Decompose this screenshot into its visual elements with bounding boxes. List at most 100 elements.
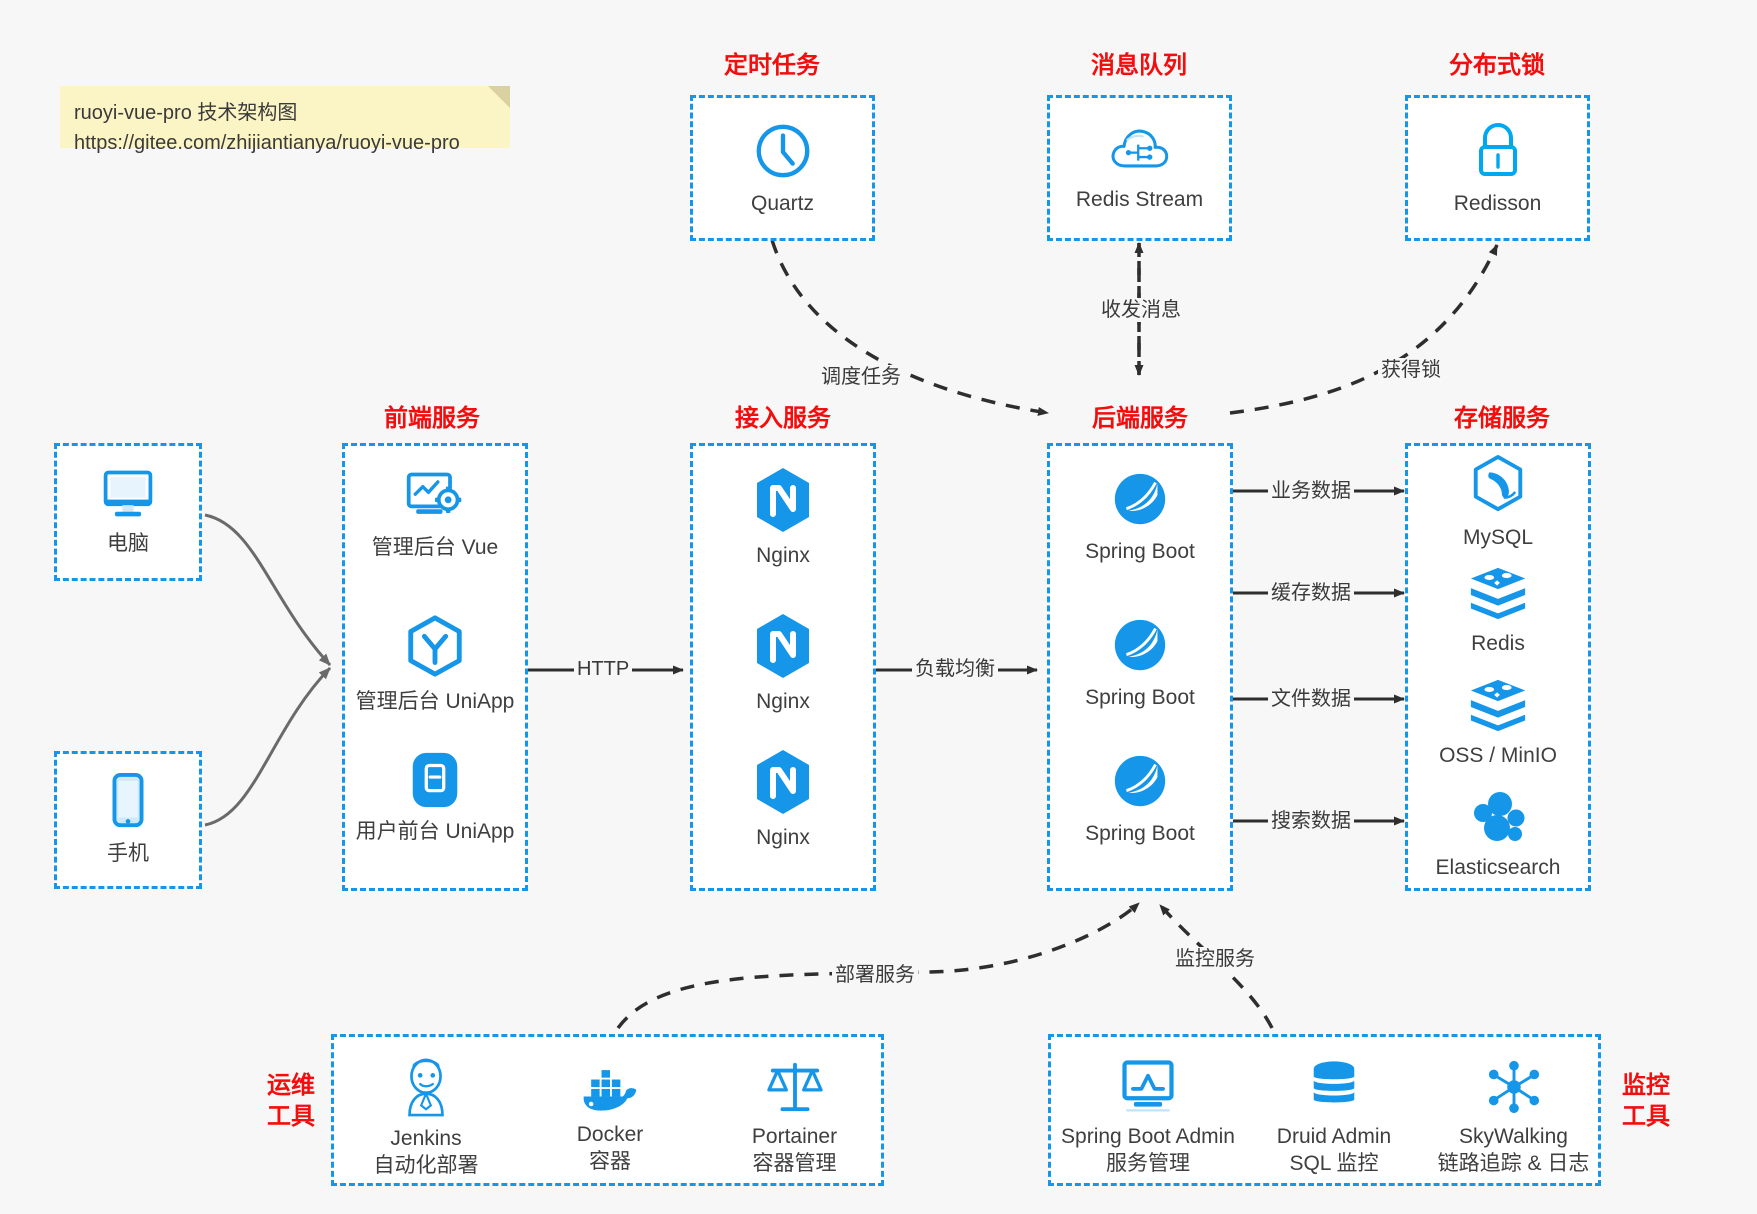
node-label: MySQL (1462, 526, 1533, 549)
mysql-dolphin-icon (1473, 454, 1523, 512)
node-skywalking[interactable]: SkyWalking 链路追踪 & 日志 (1423, 1059, 1604, 1177)
monitoring-title-line-1: 监控 (1622, 1072, 1670, 1099)
node-redis-stream[interactable]: Redis Stream (1050, 122, 1229, 213)
node-spring-boot-2[interactable]: Spring Boot (1050, 614, 1230, 711)
note-line-1: ruoyi-vue-pro 技术架构图 (74, 102, 298, 124)
node-mysql[interactable]: MySQL (1408, 454, 1588, 551)
skywalking-network-icon (1488, 1060, 1539, 1114)
edge-label-search-data: 搜索数据 (1268, 809, 1354, 833)
devops-title-line-1: 运维 (267, 1072, 315, 1099)
lock-icon (1478, 123, 1517, 176)
group-monitoring: Spring Boot Admin 服务管理 Druid Admin SQL 监… (1048, 1034, 1601, 1186)
spring-boot-icon (1114, 473, 1166, 525)
group-title-lock: 分布式锁 (1449, 52, 1545, 79)
node-sublabel: 容器 (589, 1150, 631, 1173)
node-label: Spring Boot (1085, 540, 1195, 563)
edge-label-http: HTTP (574, 657, 633, 681)
group-title-scheduler: 定时任务 (724, 52, 820, 79)
mobile-app-icon (412, 752, 458, 808)
node-label: OSS / MinIO (1439, 744, 1557, 767)
node-sublabel: 服务管理 (1106, 1152, 1190, 1175)
node-elasticsearch[interactable]: Elasticsearch (1408, 788, 1588, 881)
jenkins-butler-icon (408, 1058, 444, 1117)
group-title-frontend: 前端服务 (384, 405, 480, 432)
redis-stack-icon (1470, 567, 1526, 620)
group-mq: Redis Stream (1047, 95, 1232, 241)
object-storage-icon (1470, 679, 1526, 732)
node-mobile[interactable]: 手机 (57, 772, 199, 867)
node-spring-boot-admin[interactable]: Spring Boot Admin 服务管理 (1051, 1057, 1245, 1177)
nginx-icon (757, 468, 809, 532)
monitoring-title-line-2: 工具 (1622, 1103, 1670, 1130)
node-redis[interactable]: Redis (1408, 564, 1588, 657)
edge-label-schedule: 调度任务 (818, 365, 904, 389)
node-portainer[interactable]: Portainer 容器管理 (702, 1059, 887, 1177)
node-label: 管理后台 UniApp (355, 690, 515, 713)
dashboard-gear-icon (406, 472, 462, 514)
group-title-storage: 存储服务 (1454, 405, 1550, 432)
edge-label-get-lock: 获得锁 (1378, 358, 1444, 382)
node-label: SkyWalking (1459, 1125, 1568, 1148)
group-client-mobile: 手机 (54, 751, 202, 889)
node-label: Docker (576, 1123, 644, 1146)
node-label: Spring Boot (1085, 822, 1195, 845)
node-spring-boot-1[interactable]: Spring Boot (1050, 468, 1230, 565)
node-admin-uniapp[interactable]: 管理后台 UniApp (345, 614, 525, 715)
group-frontend: 管理后台 Vue 管理后台 UniApp 用户前台 UniApp (342, 443, 528, 891)
node-label: 电脑 (107, 532, 149, 555)
edge-label-deploy: 部署服务 (832, 963, 918, 987)
node-user-uniapp[interactable]: 用户前台 UniApp (345, 750, 525, 845)
edge-get-lock (1229, 244, 1499, 415)
node-spring-boot-3[interactable]: Spring Boot (1050, 750, 1230, 847)
node-docker[interactable]: Docker 容器 (518, 1063, 702, 1175)
node-nginx-1[interactable]: Nginx (693, 466, 873, 569)
spring-boot-icon (1114, 755, 1166, 807)
spring-boot-icon (1114, 619, 1166, 671)
edge-label-cache-data: 缓存数据 (1268, 581, 1354, 605)
node-sublabel: 链路追踪 & 日志 (1437, 1152, 1590, 1175)
node-admin-vue[interactable]: 管理后台 Vue (345, 468, 525, 561)
group-lock: Redisson (1405, 95, 1590, 241)
nginx-icon (757, 614, 809, 678)
group-scheduler: Quartz (690, 95, 875, 241)
node-nginx-2[interactable]: Nginx (693, 612, 873, 715)
node-label: Spring Boot (1085, 686, 1195, 709)
edge-label-file-data: 文件数据 (1268, 687, 1354, 711)
elasticsearch-icon (1474, 792, 1525, 841)
edge-label-business-data: 业务数据 (1268, 479, 1354, 503)
node-sublabel: SQL 监控 (1289, 1152, 1379, 1175)
group-title-mq: 消息队列 (1091, 52, 1187, 79)
sticky-note: ruoyi-vue-pro 技术架构图 https://gitee.com/zh… (60, 86, 510, 154)
group-devops: Jenkins 自动化部署 Docker 容器 (331, 1034, 884, 1186)
node-redisson[interactable]: Redisson (1408, 120, 1587, 217)
node-nginx-3[interactable]: Nginx (693, 748, 873, 851)
desktop-monitor-icon (103, 470, 153, 517)
node-quartz[interactable]: Quartz (693, 120, 872, 217)
group-title-gateway: 接入服务 (735, 405, 831, 432)
node-desktop[interactable]: 电脑 (57, 466, 199, 557)
node-label: Redis Stream (1075, 188, 1204, 211)
node-druid-admin[interactable]: Druid Admin SQL 监控 (1245, 1059, 1423, 1177)
database-cylinder-icon (1313, 1061, 1355, 1103)
mobile-phone-icon (112, 772, 144, 828)
group-backend: Spring Boot Spring Boot Spring Boot (1047, 443, 1233, 891)
vue-hexagon-icon (408, 615, 462, 677)
edge-schedule (770, 239, 1049, 416)
edge-mobile-to-frontend (204, 666, 332, 827)
edge-label-load-balance: 负载均衡 (912, 657, 998, 681)
node-label: Jenkins (390, 1127, 462, 1150)
docker-whale-icon (583, 1070, 637, 1111)
edge-label-message: 收发消息 (1098, 298, 1184, 322)
node-oss-minio[interactable]: OSS / MinIO (1408, 676, 1588, 769)
node-label: Redis (1471, 632, 1525, 655)
node-label: Spring Boot Admin (1061, 1125, 1235, 1148)
nginx-icon (757, 750, 809, 814)
node-jenkins[interactable]: Jenkins 自动化部署 (334, 1055, 518, 1179)
clock-icon (756, 124, 809, 178)
node-label: Redisson (1453, 192, 1542, 215)
devops-title-line-2: 工具 (267, 1103, 315, 1130)
group-client-desktop: 电脑 (54, 443, 202, 581)
node-label: Quartz (750, 192, 815, 215)
group-storage: MySQL Redis OSS / MinIO (1405, 443, 1591, 891)
